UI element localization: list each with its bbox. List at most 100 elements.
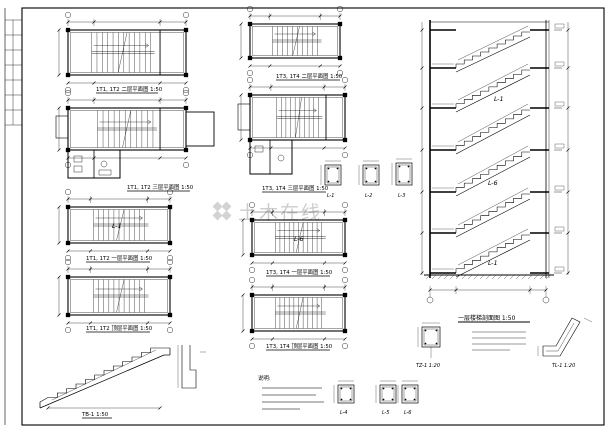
- plan-1t3-second-floor: [239, 5, 344, 76]
- dimension-tick: [66, 321, 70, 325]
- rebar-dot: [340, 387, 343, 390]
- break-line: [116, 209, 125, 241]
- axis-bubble: [64, 11, 71, 18]
- dimension-tick: [420, 190, 424, 194]
- ground-hatch: [431, 274, 437, 280]
- watermark-text: 土木在线: [238, 202, 322, 224]
- stirrup: [423, 328, 439, 346]
- fixture-basin: [277, 154, 285, 162]
- axis-bubble: [342, 343, 349, 350]
- dimension-tick: [343, 337, 347, 341]
- axis-bubble: [342, 201, 349, 208]
- ground-hatch: [479, 274, 485, 280]
- lower-room-wall: [249, 139, 293, 175]
- axis-bubble: [342, 151, 349, 158]
- stair-flight-steps: [455, 31, 530, 68]
- dimension-tick: [88, 321, 93, 325]
- inner-wall-face: [70, 110, 184, 148]
- stair-section-drawing: [420, 20, 570, 304]
- column: [249, 292, 255, 298]
- stair-slab-underside: [455, 156, 531, 197]
- dimension-tick: [338, 64, 342, 68]
- axis-bubble: [64, 327, 71, 334]
- axis-bubble: [542, 296, 550, 304]
- dimension-tick: [184, 81, 188, 85]
- member-section: [421, 326, 441, 348]
- break-line: [117, 32, 128, 73]
- level-tag: [554, 226, 565, 232]
- rebar-dot: [349, 398, 352, 401]
- stair-slab-underside: [455, 198, 531, 238]
- rebar-dot: [336, 167, 339, 170]
- axis-bubble: [64, 259, 71, 266]
- walk-arrowhead: [312, 31, 316, 37]
- column: [342, 92, 348, 98]
- dimension-tick: [566, 271, 570, 275]
- column: [342, 328, 348, 334]
- rebar-dot: [435, 342, 438, 345]
- ground-hatch: [491, 274, 497, 280]
- column: [183, 72, 189, 78]
- rebar-dot: [382, 387, 385, 390]
- inner-wall-face: [252, 97, 343, 138]
- break-line: [122, 110, 131, 148]
- dimension-tick: [66, 81, 70, 85]
- dimension-tick: [322, 337, 327, 341]
- axis-bubble: [182, 86, 189, 93]
- watermark-logo-icon: [212, 201, 232, 221]
- dimension-tick: [566, 231, 570, 235]
- detail-label: L-6: [404, 410, 411, 416]
- axis-bubble: [342, 267, 349, 274]
- ground-hatch: [443, 274, 449, 280]
- stirrup: [381, 386, 395, 402]
- plan-title: 1T1, 1T2 三层平面图 1:50: [127, 183, 194, 191]
- dimension-tick: [57, 106, 61, 110]
- break-line: [295, 97, 302, 138]
- outer-wall: [249, 94, 346, 141]
- axis-bubble: [246, 69, 253, 76]
- section-member-label: L-1: [488, 259, 498, 267]
- stair-slab-underside: [455, 36, 531, 73]
- ground-hatch: [485, 274, 491, 280]
- handrail: [457, 187, 529, 226]
- plan-1t1-top-floor: [57, 259, 173, 334]
- ground-hatch: [425, 274, 431, 280]
- stirrup: [403, 386, 417, 402]
- member-section: [362, 164, 380, 186]
- column: [342, 252, 348, 258]
- dimension-tick: [57, 275, 61, 279]
- handrail: [457, 103, 529, 143]
- column: [65, 274, 71, 280]
- dimension-tick: [158, 156, 162, 160]
- rebar-dot: [424, 329, 427, 332]
- rebar-dot: [336, 180, 339, 183]
- detail-title: TL-1 1:20: [552, 363, 575, 369]
- stair-flight-steps: [455, 69, 530, 108]
- column: [65, 72, 71, 78]
- plan-1t1-first-floor: [57, 188, 173, 261]
- rebar-dot: [404, 387, 407, 390]
- plan-title: 1T1, 1T2 一层平面图 1:50: [86, 254, 153, 262]
- outer-wall: [249, 23, 341, 59]
- axis-bubble: [248, 267, 255, 274]
- outer-wall: [251, 294, 346, 332]
- rebar-dot: [391, 398, 394, 401]
- axis-bubble: [166, 327, 173, 334]
- dimension-tick: [88, 249, 93, 253]
- stair-section-tb1: [39, 345, 206, 410]
- ground-hatch: [437, 274, 443, 280]
- level-tag: [554, 185, 565, 191]
- stirrup: [339, 386, 353, 402]
- axis-bubble: [337, 5, 344, 12]
- dimension-tick: [241, 329, 245, 333]
- axis-bubble: [246, 76, 253, 83]
- dimension-tick: [250, 337, 254, 341]
- member-section: [324, 164, 342, 186]
- outer-wall: [67, 29, 187, 76]
- dimension-tick: [241, 253, 245, 257]
- axis-bubble: [342, 277, 349, 284]
- column: [247, 92, 253, 98]
- detail-label: L-4: [340, 410, 347, 416]
- member-section: [379, 384, 397, 404]
- section-member-label: L-6: [488, 179, 498, 187]
